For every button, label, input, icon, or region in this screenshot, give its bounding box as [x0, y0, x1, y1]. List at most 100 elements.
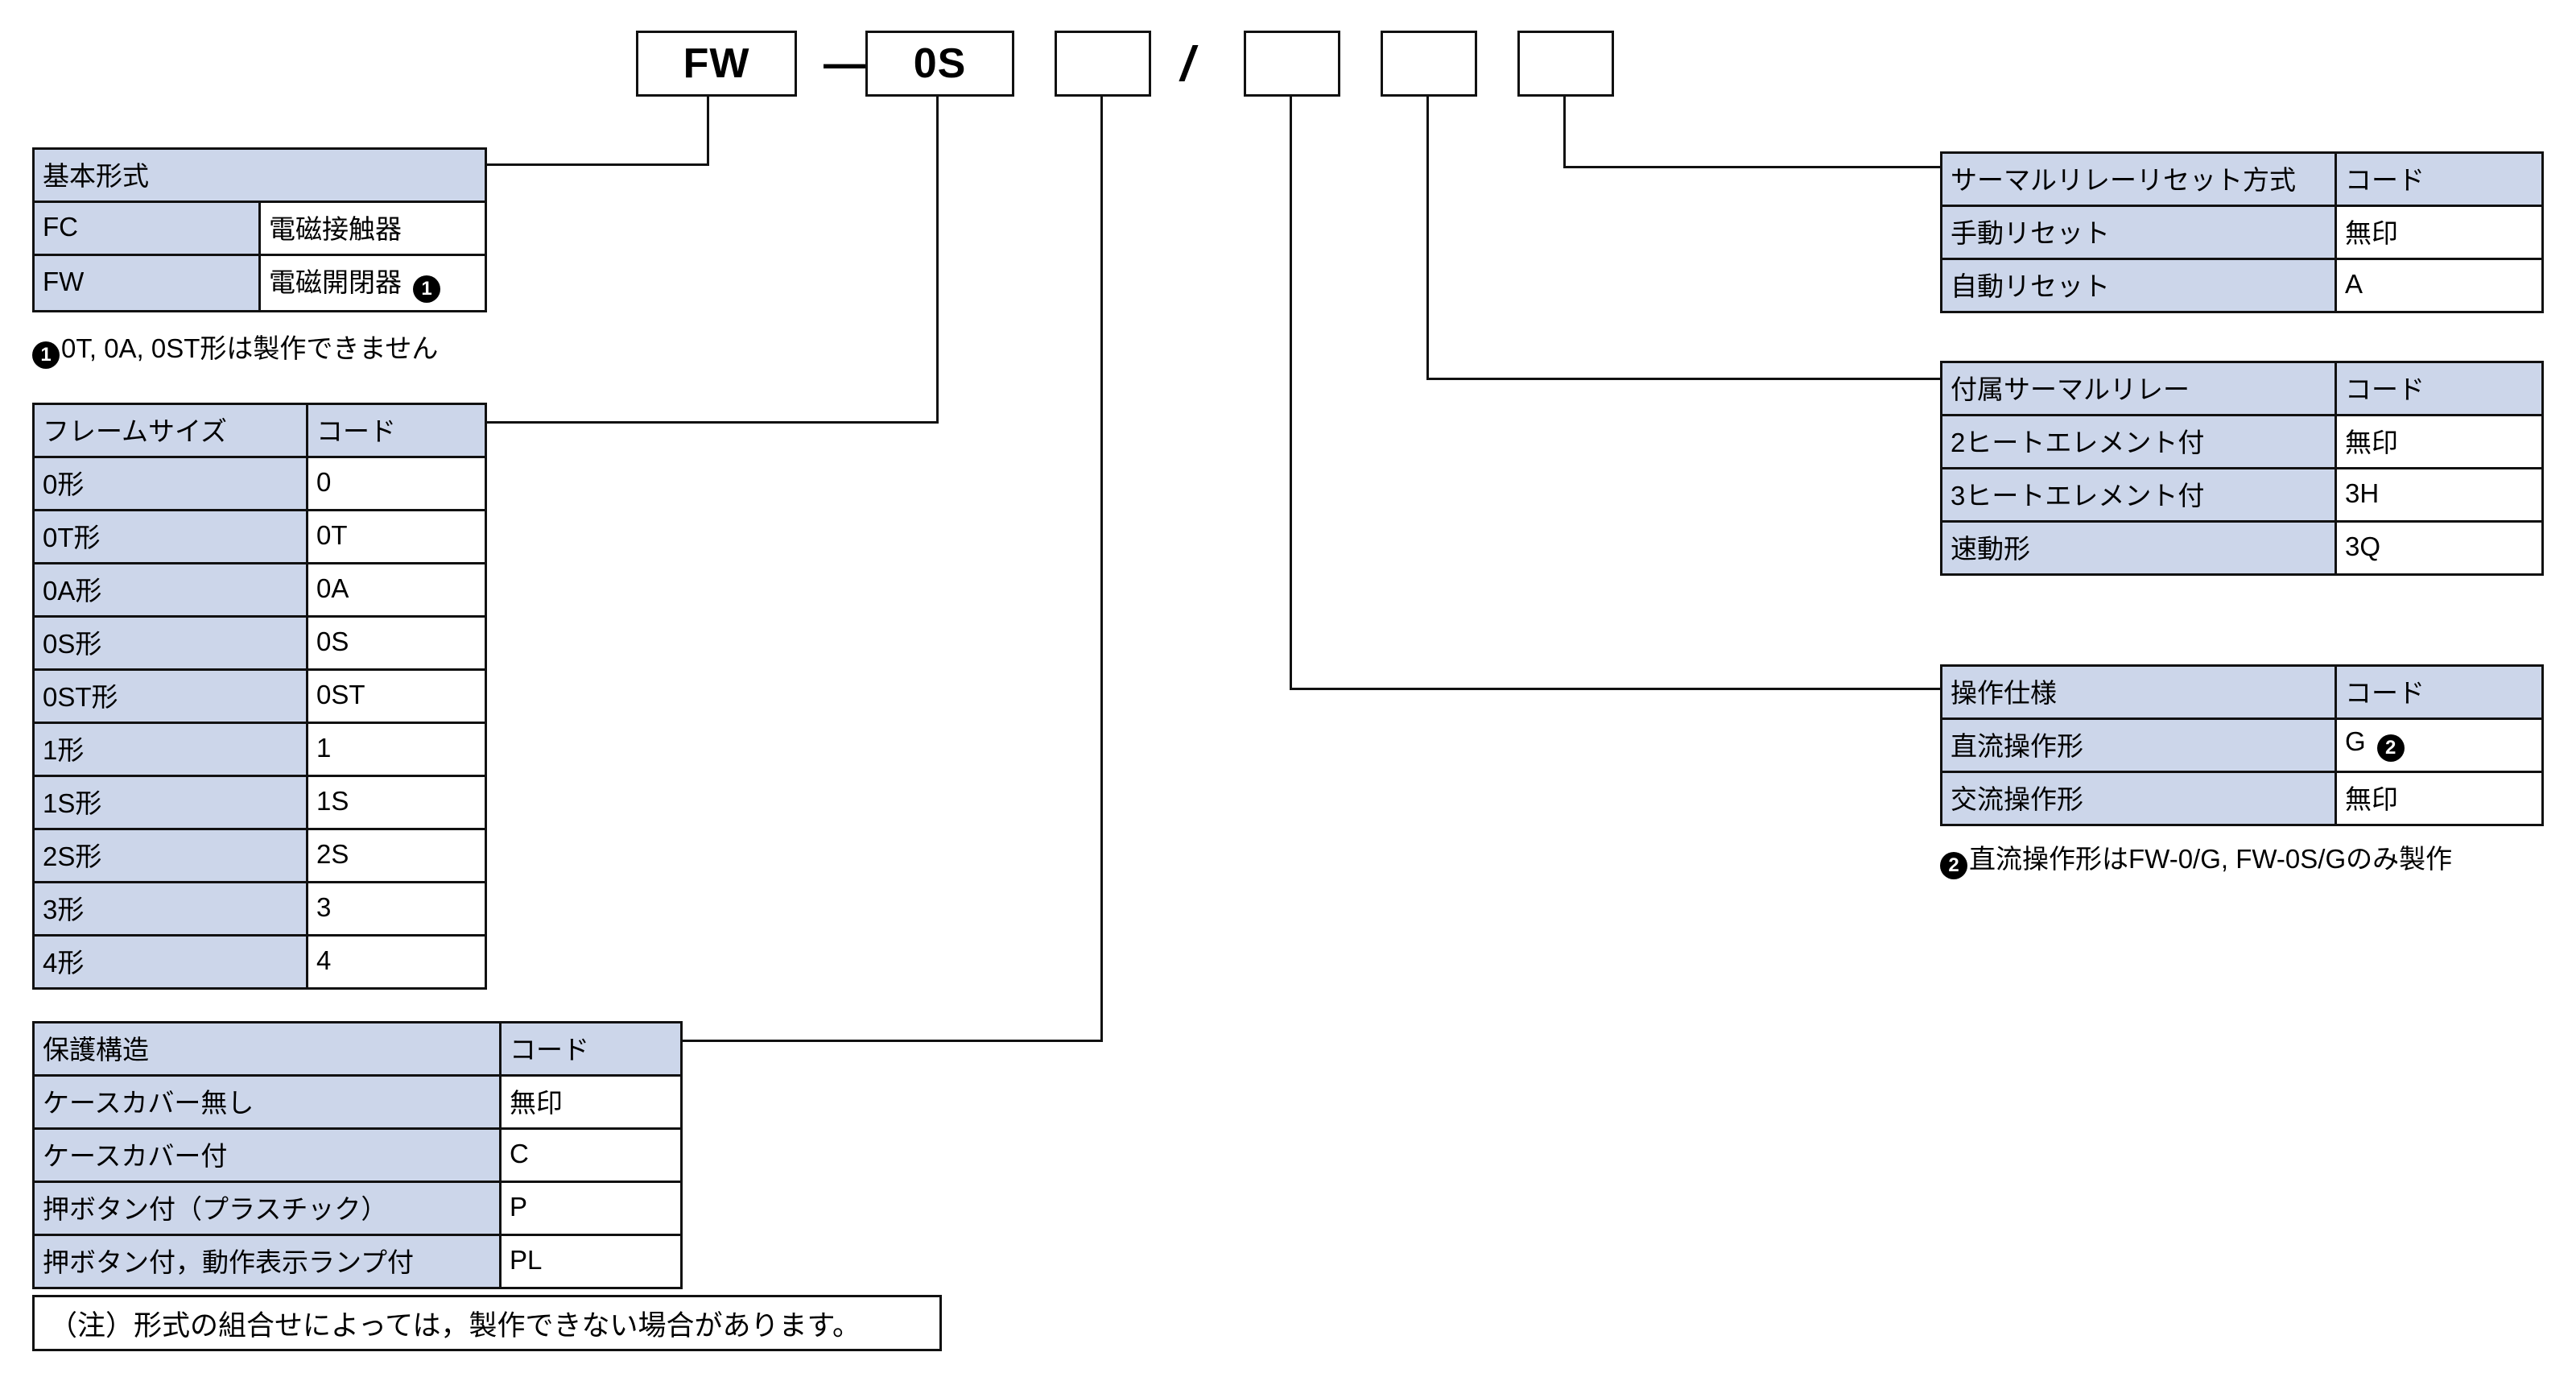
leader-operation-vertical [1290, 97, 1292, 690]
thermal-relay-code-0: 無印 [2334, 414, 2544, 469]
table-row: 0ST形 0ST [32, 668, 487, 724]
thermal-reset-label-1: 自動リセット [1940, 258, 2337, 313]
base-type-desc-fw: 電磁開閉器 1 [258, 254, 487, 312]
table-row: 2ヒートエレメント付 無印 [1940, 414, 2544, 469]
leader-thermal-reset-horizontal [1563, 166, 1942, 168]
leader-base-type-horizontal [486, 163, 709, 166]
protection-code-2: P [499, 1181, 683, 1236]
frame-size-label-8: 3形 [32, 881, 308, 937]
table-row: フレームサイズ コード [32, 403, 487, 458]
table-row: 3ヒートエレメント付 3H [1940, 467, 2544, 523]
model-box-protection-structure [1055, 31, 1151, 97]
table-thermal-relay: 付属サーマルリレー コード 2ヒートエレメント付 無印 3ヒートエレメント付 3… [1940, 361, 2544, 576]
frame-size-label-7: 2S形 [32, 828, 308, 883]
leader-thermal-relay-vertical [1426, 97, 1429, 380]
thermal-reset-header: サーマルリレーリセット方式 [1940, 151, 2337, 207]
frame-size-label-4: 0ST形 [32, 668, 308, 724]
table-row: 0S形 0S [32, 615, 487, 671]
protection-header-code: コード [499, 1021, 683, 1077]
frame-size-label-9: 4形 [32, 934, 308, 990]
frame-size-label-5: 1形 [32, 722, 308, 777]
model-separator-dash: — [824, 39, 867, 88]
frame-size-code-3: 0S [306, 615, 487, 671]
table-row: 速動形 3Q [1940, 520, 2544, 576]
protection-label-3: 押ボタン付，動作表示ランプ付 [32, 1234, 502, 1289]
protection-label-2: 押ボタン付（プラスチック） [32, 1181, 502, 1236]
model-box-frame-size: 0S [865, 31, 1014, 97]
footnote-marker-2: 2 [2376, 734, 2405, 762]
frame-size-label-6: 1S形 [32, 775, 308, 830]
table-row: 手動リセット 無印 [1940, 205, 2544, 260]
thermal-relay-header: 付属サーマルリレー [1940, 361, 2337, 416]
protection-label-0: ケースカバー無し [32, 1074, 502, 1130]
frame-size-code-8: 3 [306, 881, 487, 937]
table-row: サーマルリレーリセット方式 コード [1940, 151, 2544, 207]
thermal-relay-label-0: 2ヒートエレメント付 [1940, 414, 2337, 469]
thermal-reset-label-0: 手動リセット [1940, 205, 2337, 260]
table-row: 0形 0 [32, 456, 487, 511]
footnote-marker-1: 1 [413, 275, 440, 303]
frame-size-header: フレームサイズ [32, 403, 308, 458]
thermal-relay-label-1: 3ヒートエレメント付 [1940, 467, 2337, 523]
thermal-relay-header-code: コード [2334, 361, 2544, 416]
table-row: 0T形 0T [32, 509, 487, 564]
footnote-operation-spec-text: 直流操作形はFW-0/G, FW-0S/Gのみ製作 [1969, 844, 2453, 874]
footnote-marker-1-note: 1 [32, 341, 60, 369]
frame-size-header-code: コード [306, 403, 487, 458]
base-type-desc-fw-text: 電磁開閉器 [269, 267, 402, 297]
frame-size-label-0: 0形 [32, 456, 308, 511]
thermal-reset-code-0: 無印 [2334, 205, 2544, 260]
model-box-operation-spec [1244, 31, 1340, 97]
table-row: 3形 3 [32, 881, 487, 937]
leader-thermal-relay-horizontal [1426, 378, 1942, 380]
footnote-base-type-text: 0T, 0A, 0ST形は製作できません [61, 333, 439, 363]
table-row: 保護構造 コード [32, 1021, 683, 1077]
table-row: 押ボタン付，動作表示ランプ付 PL [32, 1234, 683, 1289]
thermal-relay-code-2: 3Q [2334, 520, 2544, 576]
protection-label-1: ケースカバー付 [32, 1127, 502, 1183]
frame-size-code-6: 1S [306, 775, 487, 830]
protection-code-3: PL [499, 1234, 683, 1289]
thermal-reset-code-1: A [2334, 258, 2544, 313]
table-row: 1形 1 [32, 722, 487, 777]
frame-size-code-1: 0T [306, 509, 487, 564]
leader-base-type-vertical [707, 97, 709, 166]
operation-header-code: コード [2334, 664, 2544, 720]
table-protection-structure: 保護構造 コード ケースカバー無し 無印 ケースカバー付 C 押ボタン付（プラス… [32, 1021, 683, 1289]
operation-header: 操作仕様 [1940, 664, 2337, 720]
frame-size-code-0: 0 [306, 456, 487, 511]
thermal-relay-label-2: 速動形 [1940, 520, 2337, 576]
table-row: 0A形 0A [32, 562, 487, 618]
model-separator-slash: / [1180, 36, 1195, 91]
base-type-desc-fc: 電磁接触器 [258, 201, 487, 256]
protection-header: 保護構造 [32, 1021, 502, 1077]
table-row: 押ボタン付（プラスチック） P [32, 1181, 683, 1236]
frame-size-label-2: 0A形 [32, 562, 308, 618]
table-frame-size: フレームサイズ コード 0形 0 0T形 0T 0A形 0A 0S形 0S 0S… [32, 403, 487, 990]
leader-protection-vertical [1100, 97, 1103, 1042]
base-type-code-fw: FW [32, 254, 261, 312]
table-row: 操作仕様 コード [1940, 664, 2544, 720]
frame-size-code-4: 0ST [306, 668, 487, 724]
frame-size-code-7: 2S [306, 828, 487, 883]
table-row: 自動リセット A [1940, 258, 2544, 313]
leader-frame-size-vertical [936, 97, 939, 424]
model-box-thermal-relay [1381, 31, 1477, 97]
leader-protection-horizontal [681, 1040, 1103, 1042]
base-type-code-fc: FC [32, 201, 261, 256]
frame-size-label-1: 0T形 [32, 509, 308, 564]
frame-size-label-3: 0S形 [32, 615, 308, 671]
thermal-reset-header-code: コード [2334, 151, 2544, 207]
table-row: FC 電磁接触器 [32, 201, 487, 256]
table-base-type: 基本形式 FC 電磁接触器 FW 電磁開閉器 1 [32, 147, 487, 312]
frame-size-code-2: 0A [306, 562, 487, 618]
table-row: 基本形式 [32, 147, 487, 203]
table-row: 交流操作形 無印 [1940, 771, 2544, 826]
table-row: 付属サーマルリレー コード [1940, 361, 2544, 416]
